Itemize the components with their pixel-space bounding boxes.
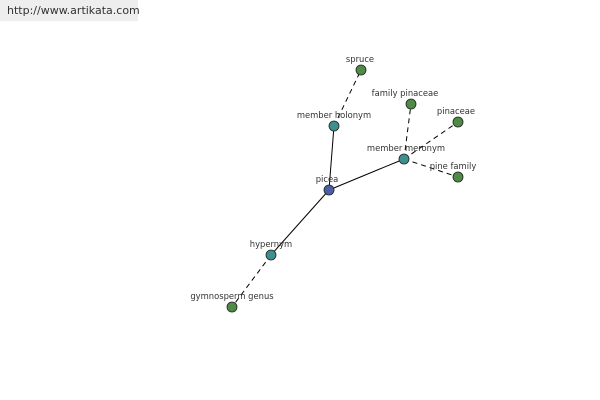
node-spruce-marker[interactable] [355,64,367,76]
edge-root-to-member-holonym [328,125,335,191]
edge-root-to-member-meronym [328,158,405,191]
node-member-holonym-marker[interactable] [328,120,340,132]
node-pinaceae-marker[interactable] [452,116,464,128]
node-member-holonym-label: member holonym [297,110,371,120]
node-spruce-label: spruce [346,54,374,64]
node-gymnosperm-genus[interactable]: gymnosperm genus [190,291,274,313]
node-pine-family-marker[interactable] [452,171,464,183]
node-hypernym-label: hypernym [250,239,292,249]
edge-member-meronym-to-pinaceae [403,121,459,160]
node-gymnosperm-genus-label: gymnosperm genus [190,291,273,301]
node-pine-family-label: pine family [430,161,477,171]
watermark-url[interactable]: http://www.artikata.com [7,4,140,17]
node-pinaceae-label: pinaceae [437,106,475,116]
node-hypernym-marker[interactable] [265,249,277,261]
edge-member-meronym-to-family-pinaceae [403,103,412,160]
node-family-pinaceae[interactable]: family pinaceae [372,88,439,110]
node-member-holonym[interactable]: member holonym [297,110,371,132]
edge-root-to-hypernym [270,189,330,256]
edge-member-holonym-to-spruce [333,69,362,127]
watermark-bar: http://www.artikata.com [0,0,140,21]
node-pinaceae[interactable]: pinaceae [437,106,475,128]
node-member-meronym-label: member meronym [367,143,445,153]
node-pine-family[interactable]: pine family [430,161,477,183]
node-member-meronym-marker[interactable] [398,153,410,165]
node-root-marker[interactable] [323,184,335,196]
node-family-pinaceae-marker[interactable] [405,98,417,110]
node-family-pinaceae-label: family pinaceae [372,88,439,98]
node-member-meronym[interactable]: member meronym [367,143,445,165]
node-root-label: picea [316,174,339,184]
node-spruce[interactable]: spruce [346,54,374,76]
node-gymnosperm-genus-marker[interactable] [226,301,238,313]
edge-member-meronym-to-pine-family [403,158,459,178]
edge-hypernym-to-gymnosperm-genus [231,254,272,308]
node-root-picea[interactable]: picea [316,174,339,196]
node-hypernym[interactable]: hypernym [250,239,292,261]
